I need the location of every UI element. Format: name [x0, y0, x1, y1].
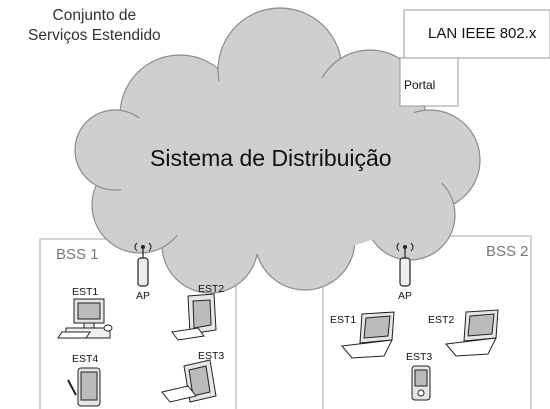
- bss1-est1-label: EST1: [72, 286, 99, 298]
- bss2-est3-label: EST3: [406, 351, 433, 363]
- bss2-label: BSS 2: [486, 243, 529, 260]
- bss2-est1-laptop-icon: [341, 311, 395, 359]
- bss2-est3-pda-icon: [411, 365, 431, 401]
- bss1-est1-desktop-icon: [57, 298, 113, 339]
- bss1-est3-label: EST3: [198, 350, 225, 362]
- bss1-est4-label: EST4: [72, 353, 99, 365]
- ess-title-line2: Serviços Estendido: [28, 27, 161, 44]
- portal-box: [399, 57, 459, 107]
- bss1-est2-computer-icon: [171, 293, 217, 341]
- bss2-est2-label: EST2: [428, 314, 455, 326]
- ap2-icon: [396, 242, 414, 287]
- ess-title: Conjunto de Serviços Estendido: [28, 6, 161, 46]
- bss1-est3-computer-icon: [161, 359, 217, 403]
- ap1-icon: [134, 242, 152, 287]
- bss2-ap-label: AP: [398, 290, 413, 302]
- ess-title-line1: Conjunto de: [52, 7, 137, 24]
- bss1-ap-label: AP: [136, 290, 151, 302]
- distribution-system-label: Sistema de Distribuição: [150, 145, 392, 171]
- bss1-est2-label: EST2: [198, 283, 225, 295]
- bss1-est4-tablet-icon: [67, 367, 101, 407]
- bss2-est1-label: EST1: [330, 314, 357, 326]
- distribution-cloud: [74, 7, 481, 294]
- lan-label: LAN IEEE 802.x: [428, 25, 537, 42]
- bss2-est2-laptop-icon: [445, 309, 499, 357]
- bss1-label: BSS 1: [56, 246, 99, 263]
- lan-box: [403, 9, 550, 59]
- portal-label: Portal: [404, 78, 436, 92]
